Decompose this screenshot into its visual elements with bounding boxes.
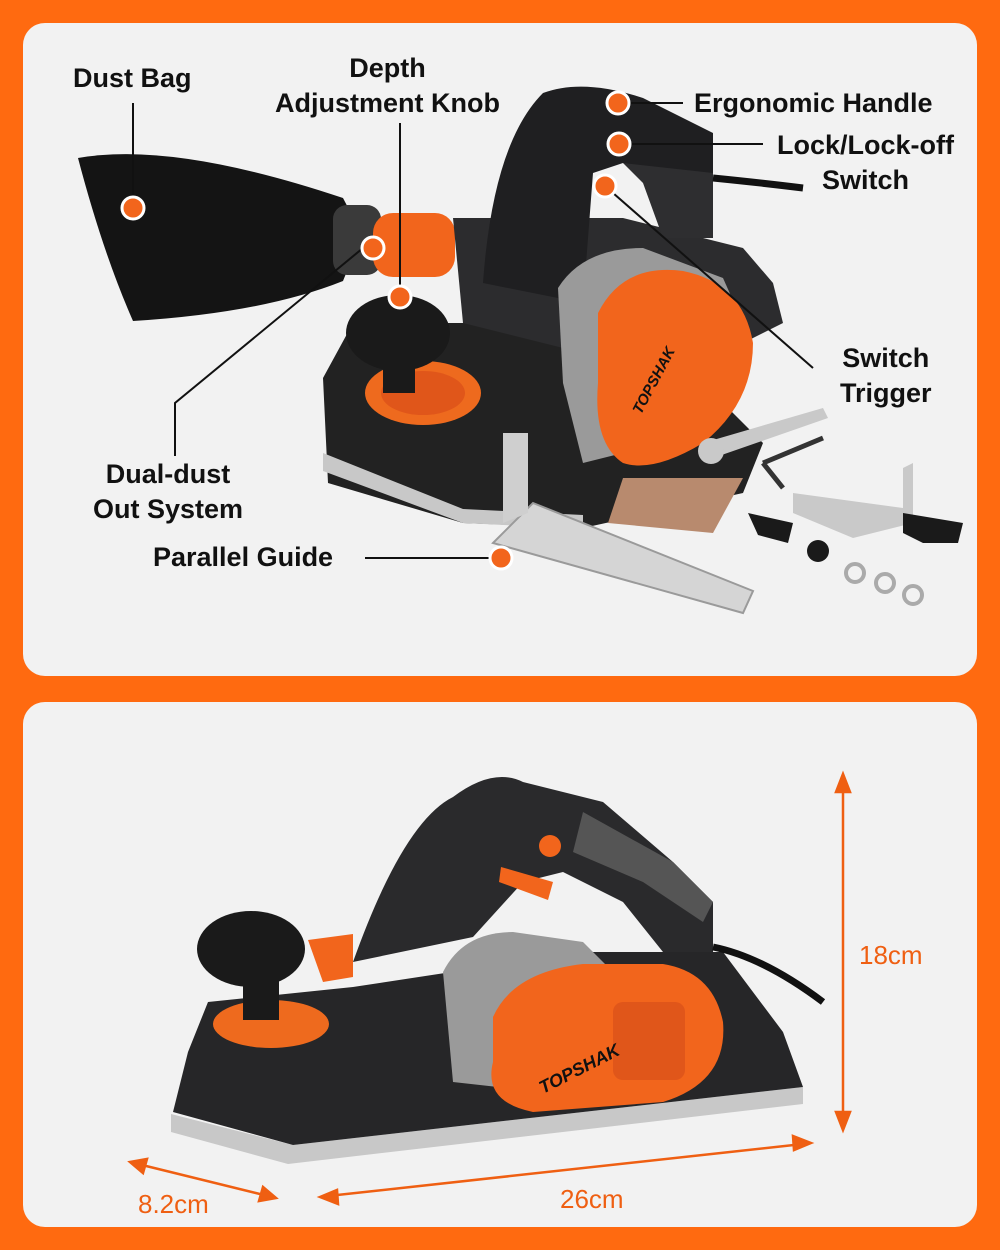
handle-grip-grey [573,812,713,922]
switch-trigger-label: Switch Trigger [840,341,932,411]
dust-port-orange [373,213,455,277]
dust-bag-label: Dust Bag [73,63,192,93]
depth-knob-label-line2: Adjustment Knob [275,88,500,118]
trigger [499,867,553,900]
marker-dual-dust [360,235,386,261]
clamp-knob-image [903,513,963,543]
dimension-arrows [127,770,852,1206]
side-cover-orange [597,269,753,466]
planer-feature-illustration: TOPSHAK [78,86,963,615]
dimensions-panel: TOPSHAK 18cm 8.2cm 26cm [23,702,977,1227]
height-dimension-label: 18cm [859,940,923,970]
marker-ergonomic-handle [605,90,631,116]
washer-image-3 [902,584,924,606]
planer-dimensions-illustration: TOPSHAK [127,770,852,1206]
washer-image-2 [874,572,896,594]
width-arrow [137,1162,269,1198]
parallel-guide-label: Parallel Guide [153,542,334,572]
ergonomic-handle-label: Ergonomic Handle [694,88,933,118]
parallel-guide-image [491,501,755,615]
marker-lock-switch [606,131,632,157]
switch-trigger-label-line2: Trigger [840,378,932,408]
marker-switch-trigger [592,173,618,199]
blade-image [608,478,743,533]
depth-knob-label: Depth Adjustment Knob [275,51,500,121]
lock-switch-label-line2: Switch [822,165,910,195]
marker-parallel-guide [488,545,514,571]
depth-knob-image [346,295,450,371]
length-dimension-label: 26cm [560,1184,624,1214]
features-panel: TOPSHAK [23,23,977,676]
marker-dust-bag [120,195,146,221]
planer-handle [353,777,713,962]
length-arrow [327,1142,804,1198]
vent-grille [613,1002,685,1080]
dust-bag-image [78,154,356,321]
marker-depth-knob [387,284,413,310]
planer-sole [171,1087,803,1164]
planer-handle [483,86,713,303]
hex-key-image [761,435,824,490]
dual-dust-label-line1: Dual-dust [105,459,231,489]
depth-knob-label-line1: Depth [349,53,426,83]
washer-image-1 [844,562,866,584]
depth-knob-image [197,911,305,987]
lock-switch-label: Lock/Lock-off Switch [777,128,954,198]
width-dimension-label: 8.2cm [138,1189,209,1219]
bracket-image [793,463,913,538]
power-cord [712,943,826,1005]
dual-dust-label-line2: Out System [93,494,244,524]
callout-markers [120,90,632,571]
power-cord [712,174,804,192]
depth-dial [213,1000,329,1048]
lock-button [539,835,561,857]
dual-dust-label: Dual-dust Out System [93,457,243,527]
side-cover-orange [491,964,724,1112]
wing-nut-image [748,513,793,543]
bolt-image [807,540,829,562]
wrench-image [703,408,828,458]
switch-trigger-label-line1: Switch [842,343,930,373]
lock-switch-label-line1: Lock/Lock-off [777,130,955,160]
